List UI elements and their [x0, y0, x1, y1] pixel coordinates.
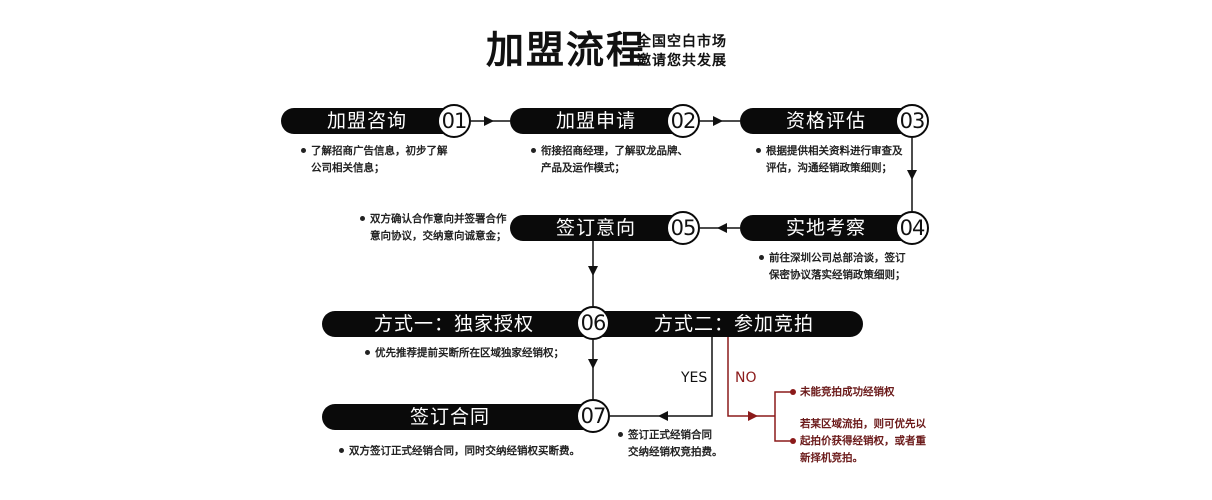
arrow-no: [748, 411, 758, 421]
arrow-03-04: [907, 170, 917, 180]
step-02-note: 衔接招商经理，了解驭龙品牌、 产品及运作模式；: [531, 143, 688, 177]
connector-yes: [610, 336, 713, 417]
step-01-note: 了解招商广告信息，初步了解 公司相关信息；: [301, 143, 448, 177]
step-07-pill: 签订合同: [322, 404, 602, 430]
bullet-icon: [756, 147, 761, 153]
bullet-icon: [301, 147, 306, 153]
no-bullet-a: [790, 389, 796, 395]
step-07-note: 双方签订正式经销合同，同时交纳经销权买断费。: [339, 443, 580, 460]
bullet-icon: [531, 147, 536, 153]
step-01-label: 加盟咨询: [327, 110, 408, 132]
step-04-note: 前往深圳公司总部洽谈，签订 保密协议落实经销政策细则；: [759, 250, 906, 284]
step-06-number: 06: [576, 306, 610, 340]
bullet-icon: [360, 215, 365, 221]
arrow-04-05: [717, 223, 727, 233]
step-05-number: 05: [666, 211, 700, 245]
arrow-01-02: [484, 116, 494, 126]
step-03-pill: 资格评估: [740, 108, 920, 134]
step-01-number: 01: [437, 104, 471, 138]
step-07-label: 签订合同: [410, 406, 491, 428]
step-05-pill: 签订意向: [510, 215, 690, 241]
step-03-number: 03: [895, 104, 929, 138]
no-label: NO: [735, 370, 757, 386]
step-06-option-1-note: 优先推荐提前买断所在区域独家经销权；: [365, 345, 564, 362]
step-06-label-option-1: 方式一：独家授权: [374, 313, 535, 335]
step-05-note: 双方确认合作意向并签署合作 意向协议，交纳意向诚意金；: [360, 211, 507, 245]
step-03-label: 资格评估: [786, 110, 867, 132]
step-01-pill: 加盟咨询: [281, 108, 461, 134]
step-03-note: 根据提供相关资料进行审查及 评估，沟通经销政策细则；: [756, 143, 903, 177]
subtitle-line-1: 全国空白市场: [637, 34, 727, 50]
bullet-icon: [339, 447, 344, 453]
yes-label: YES: [681, 370, 708, 386]
page-title: 加盟流程: [486, 28, 647, 72]
page-subtitle: 全国空白市场 邀请您共发展: [637, 33, 727, 71]
arrow-05-06: [588, 266, 598, 276]
step-05-label: 签订意向: [556, 217, 637, 239]
subtitle-line-2: 邀请您共发展: [637, 53, 727, 69]
bullet-icon: [618, 431, 623, 437]
bullet-icon: [759, 254, 764, 260]
connector-no: [727, 336, 775, 417]
arrow-02-03: [713, 116, 723, 126]
bullet-icon: [365, 349, 370, 355]
step-04-number: 04: [895, 211, 929, 245]
yes-note: 签订正式经销合同 交纳经销权竞拍费。: [618, 427, 723, 461]
no-note-b: 若某区域流拍，则可优先以 起拍价获得经销权，或者重 新择机竞拍。: [800, 418, 926, 464]
step-02-pill: 加盟申请: [510, 108, 690, 134]
step-02-number: 02: [666, 104, 700, 138]
no-note-a: 未能竞拍成功经销权: [800, 386, 895, 398]
step-02-label: 加盟申请: [556, 110, 637, 132]
step-04-label: 实地考察: [786, 217, 867, 239]
no-bullet-b: [790, 438, 796, 444]
step-06-label-option-2: 方式二：参加竞拍: [654, 313, 815, 335]
arrow-yes: [658, 411, 668, 421]
connector-no-split: [774, 391, 793, 442]
step-04-pill: 实地考察: [740, 215, 920, 241]
arrow-06-07: [588, 359, 598, 369]
step-07-number: 07: [576, 399, 610, 433]
